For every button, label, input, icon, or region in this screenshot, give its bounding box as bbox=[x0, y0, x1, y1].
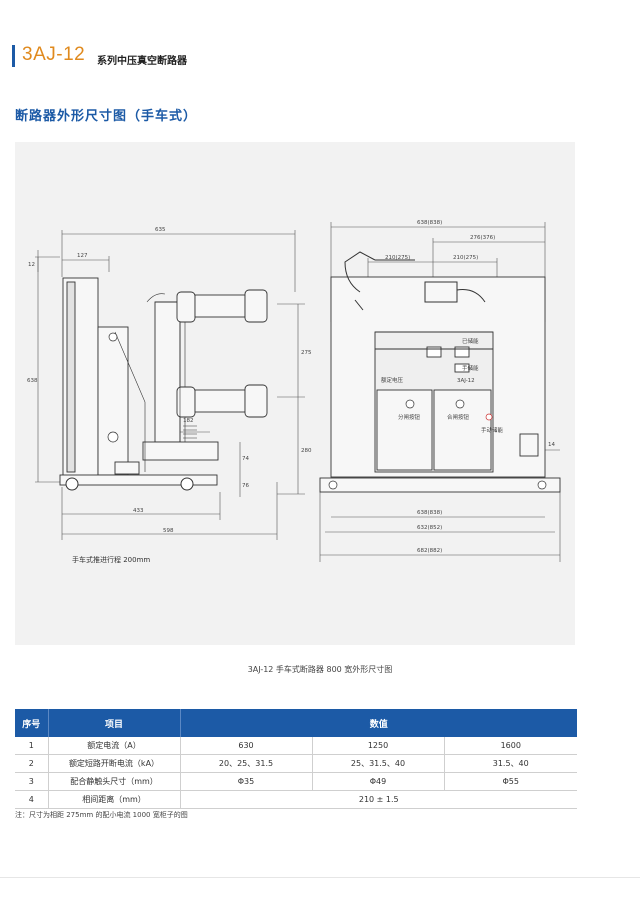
row-item: 相间距离（mm） bbox=[48, 790, 181, 809]
panel-label-close-button: 合闸按钮 bbox=[447, 413, 470, 421]
dim-74-label: 74 bbox=[242, 456, 249, 462]
travel-note: 手车式推进行程 200mm bbox=[72, 555, 150, 564]
dim-635-label: 635 bbox=[155, 227, 166, 233]
row-value: 210 ± 1.5 bbox=[180, 790, 577, 809]
row-value: Φ55 bbox=[444, 772, 577, 791]
table-row: 3 配合静触头尺寸（mm） Φ35 Φ49 Φ55 bbox=[15, 772, 577, 791]
row-value: Φ49 bbox=[312, 772, 445, 791]
dim-210-275-b-label: 210(275) bbox=[453, 255, 478, 261]
header-accent-bar bbox=[12, 45, 15, 67]
dim-276-376-label: 276(376) bbox=[470, 235, 495, 241]
dim-280-label: 280 bbox=[301, 448, 312, 454]
dim-632-852-label: 632(852) bbox=[417, 525, 442, 531]
row-no: 2 bbox=[15, 754, 49, 773]
dim-127-label: 127 bbox=[77, 253, 88, 259]
row-value: 20、25、31.5 bbox=[180, 754, 313, 773]
dim-210-275-a-label: 210(275) bbox=[385, 255, 410, 261]
footnote: 注：尺寸为相距 275mm 的配小电流 1000 宽柜子的图 bbox=[15, 811, 188, 819]
section-title: 断路器外形尺寸图（手车式） bbox=[15, 109, 198, 124]
dimension-drawing: 635 127 12 638 275 280 182 74 76 433 598… bbox=[15, 142, 575, 645]
dim-598-label: 598 bbox=[163, 528, 174, 534]
row-value: 25、31.5、40 bbox=[312, 754, 445, 773]
table-row: 2 额定短路开断电流（kA） 20、25、31.5 25、31.5、40 31.… bbox=[15, 754, 577, 773]
brand-title: 3AJ-12 bbox=[22, 44, 86, 65]
brand-subtitle: 系列中压真空断路器 bbox=[97, 56, 187, 67]
spec-table: 序号 项目 数值 1 额定电流（A） 630 1250 1600 2 额定短路开… bbox=[15, 709, 577, 809]
dim-182-label: 182 bbox=[183, 418, 194, 424]
table-row: 1 额定电流（A） 630 1250 1600 bbox=[15, 737, 577, 755]
dim-275-label: 275 bbox=[301, 350, 312, 356]
panel-label-closed: 已储能 bbox=[462, 337, 479, 345]
row-item: 配合静触头尺寸（mm） bbox=[48, 772, 181, 791]
table-header-row: 序号 项目 数值 bbox=[15, 709, 577, 737]
row-item: 额定电流（A） bbox=[48, 737, 181, 755]
row-value: 31.5、40 bbox=[444, 754, 577, 773]
dim-12-label: 12 bbox=[28, 262, 35, 268]
panel-label-manual: 手储能 bbox=[462, 364, 479, 372]
row-value: 1600 bbox=[444, 737, 577, 755]
row-value: Φ35 bbox=[180, 772, 313, 791]
row-value: 1250 bbox=[312, 737, 445, 755]
panel-label-hand: 手动储能 bbox=[481, 426, 504, 434]
dim-433-label: 433 bbox=[133, 508, 144, 514]
header-item: 项目 bbox=[48, 709, 181, 737]
panel-label-rated: 额定电压 bbox=[381, 376, 404, 384]
row-no: 3 bbox=[15, 772, 49, 791]
dim-638-838-bottom-label: 638(838) bbox=[417, 510, 442, 516]
dim-682-882-label: 682(882) bbox=[417, 548, 442, 554]
row-item: 额定短路开断电流（kA） bbox=[48, 754, 181, 773]
row-no: 1 bbox=[15, 737, 49, 755]
dim-638-838-top-label: 638(838) bbox=[417, 220, 442, 226]
panel-label-open-button: 分闸按钮 bbox=[398, 413, 421, 421]
header-no: 序号 bbox=[15, 709, 49, 737]
figure-caption: 3AJ-12 手车式断路器 800 宽外形尺寸图 bbox=[247, 665, 393, 674]
bottom-divider bbox=[0, 877, 640, 878]
table-row: 4 相间距离（mm） 210 ± 1.5 bbox=[15, 790, 577, 809]
dim-76-label: 76 bbox=[242, 483, 249, 489]
dim-14-label: 14 bbox=[548, 442, 555, 448]
row-value: 630 bbox=[180, 737, 313, 755]
dim-638-label: 638 bbox=[27, 378, 38, 384]
row-no: 4 bbox=[15, 790, 49, 809]
panel-model-label: 3AJ-12 bbox=[457, 378, 475, 384]
header-value: 数值 bbox=[180, 709, 577, 737]
